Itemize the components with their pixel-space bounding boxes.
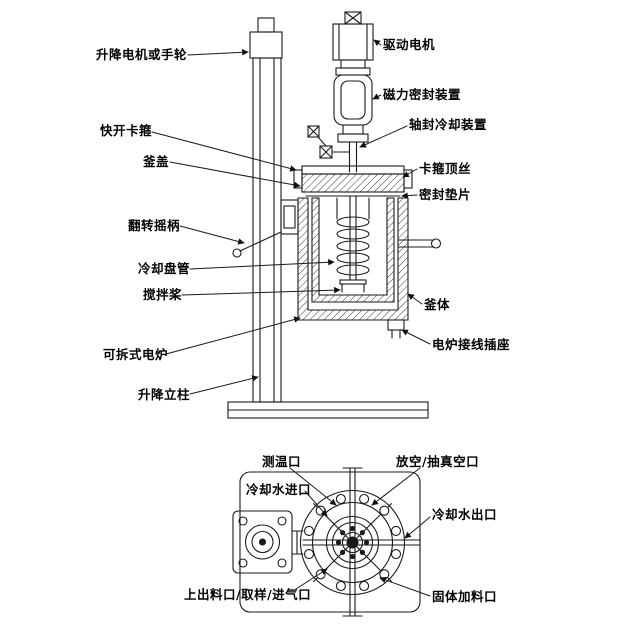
leader-temp-port	[289, 467, 337, 506]
leader-seal-gasket	[401, 192, 418, 199]
leader-detachable-furnace	[165, 316, 301, 355]
label-cooling-in: 冷却水进口	[246, 482, 312, 497]
label-temp-port: 测温口	[262, 454, 302, 469]
leader-cooling-coil	[189, 259, 335, 270]
leader-shaft-seal-cooling	[359, 125, 408, 148]
swivel-bracket	[232, 199, 299, 258]
label-solid-feed-port: 固体加料口	[432, 589, 498, 604]
leader-cooling-out	[404, 516, 431, 539]
cooling-coil-part	[336, 197, 370, 276]
label-flip-handle: 翻转摇柄	[128, 218, 181, 233]
side-rod	[397, 238, 442, 249]
label-cooling-coil: 冷却盘管	[138, 261, 191, 276]
label-detachable-furnace: 可拆式电炉	[103, 347, 169, 362]
stirrer	[339, 195, 367, 293]
leader-kettle-body	[407, 293, 423, 305]
detachable-furnace-part	[297, 197, 409, 321]
leader-drive-motor	[373, 39, 382, 47]
label-vent-port: 放空/抽真空口	[396, 454, 480, 469]
leader-lines	[151, 39, 431, 597]
shaft-seal-cooling-device	[307, 125, 358, 173]
label-seal-gasket: 密封垫片	[419, 187, 472, 202]
label-furnace-socket: 电炉接线插座	[432, 337, 511, 352]
leader-furnace-socket	[401, 329, 431, 345]
leader-magnetic-seal	[372, 93, 382, 100]
leader-flip-handle	[179, 225, 245, 245]
leader-cooling-in	[304, 490, 328, 517]
leader-lift-motor	[187, 49, 249, 56]
leader-clamp-screw	[402, 168, 418, 178]
leader-kettle-lid	[169, 161, 301, 189]
label-stir-paddle: 搅拌桨	[143, 287, 183, 302]
label-lift-column: 升降立柱	[138, 387, 191, 402]
magnetic-seal-device	[333, 59, 373, 143]
furnace-socket-part	[387, 319, 405, 339]
label-clamp-screw: 卡箍顶丝	[419, 161, 472, 176]
base-plate	[227, 401, 429, 419]
leader-solid-feed-port	[379, 576, 431, 597]
label-kettle-lid: 釜盖	[143, 154, 170, 169]
leader-discharge-port	[295, 568, 328, 590]
leader-stir-paddle	[181, 286, 341, 296]
label-discharge-port: 上出料口/取样/进气口	[184, 587, 312, 602]
leader-quick-clamp	[151, 131, 297, 172]
label-shaft-seal-cooling: 轴封冷却装置	[409, 117, 488, 132]
label-magnetic-seal: 磁力密封装置	[383, 87, 462, 102]
side-port-bracket	[232, 510, 304, 574]
drive-motor	[332, 11, 374, 61]
kettle-lid-part	[293, 165, 413, 197]
leader-lift-column	[189, 375, 259, 395]
lid-top-view	[232, 467, 421, 617]
label-lift-motor: 升降电机或手轮	[96, 47, 188, 62]
lift-column	[249, 17, 283, 403]
label-kettle-body: 釜体	[424, 297, 451, 312]
kettle-body-part	[311, 197, 395, 303]
label-drive-motor: 驱动电机	[383, 37, 436, 52]
leader-vent-port	[371, 467, 421, 506]
label-quick-clamp: 快开卡箍	[100, 123, 153, 138]
label-cooling-out: 冷却水出口	[432, 507, 498, 522]
